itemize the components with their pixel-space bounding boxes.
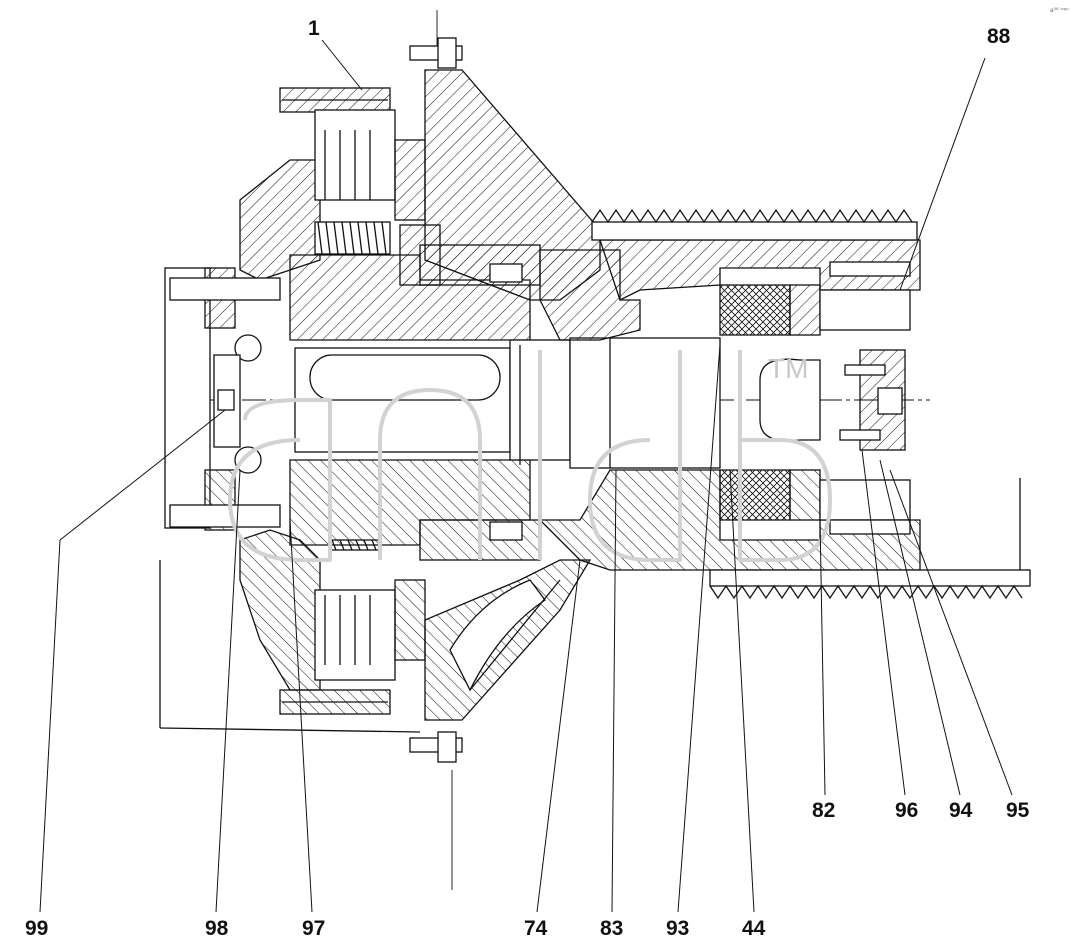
watermark: TM (228, 350, 832, 562)
svg-text:TM: TM (768, 353, 808, 384)
leader-lines (39, 39, 1013, 913)
callout-74: 74 (524, 917, 548, 940)
callout-98: 98 (205, 917, 229, 940)
callout-99: 99 (25, 917, 48, 940)
callout-44: 44 (742, 917, 766, 940)
callouts: 1 88 82 96 94 95 99 98 97 74 83 93 44 (25, 17, 1030, 940)
callout-88: 88 (987, 25, 1011, 48)
callout-93: 93 (666, 917, 689, 940)
drawing-geometry (159, 10, 1031, 890)
callout-95: 95 (1006, 799, 1030, 822)
callout-1: 1 (308, 17, 320, 40)
callout-82: 82 (812, 799, 835, 822)
callout-94: 94 (949, 799, 973, 822)
callout-96: 96 (895, 799, 918, 822)
callout-83: 83 (600, 917, 623, 940)
callout-97: 97 (302, 917, 325, 940)
corner-mark: a⁵⁸ ˡᵒᵍᵒ (1050, 7, 1069, 14)
